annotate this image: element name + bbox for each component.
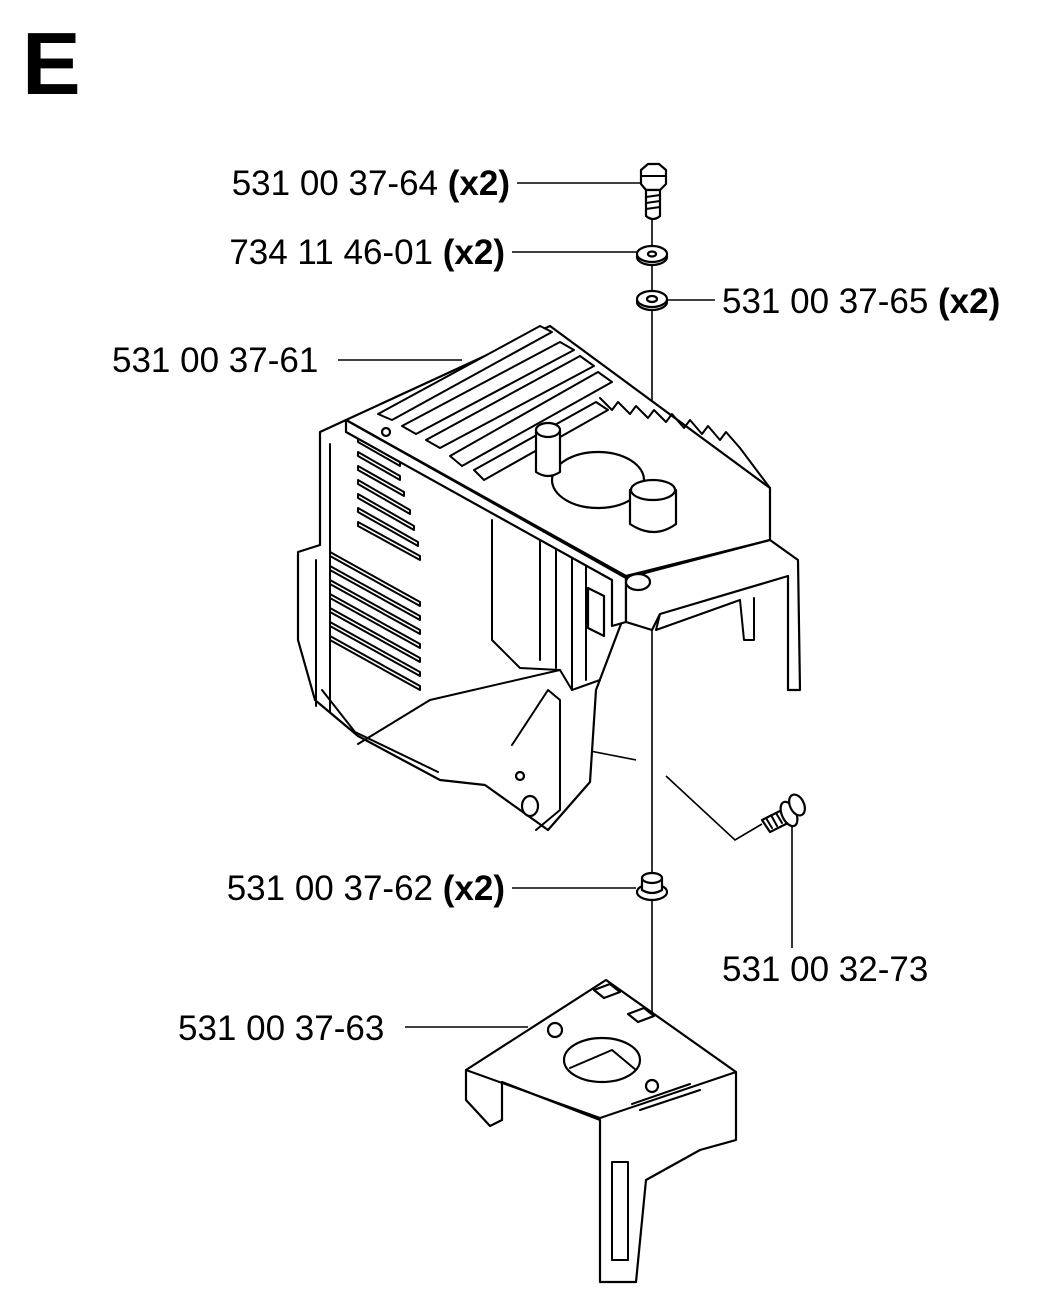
spacer-part: [635, 871, 669, 902]
screw-part: [760, 793, 806, 834]
part-number: 531 00 37-65: [722, 282, 928, 321]
cooling-slots: [329, 437, 421, 691]
callout-734-11-46-01[interactable]: 734 11 46-01 (x2): [229, 233, 639, 272]
callout-531-00-37-64[interactable]: 531 00 37-64 (x2): [232, 164, 644, 203]
quantity: (x2): [443, 233, 505, 272]
quantity: (x2): [443, 869, 505, 908]
section-letter: E: [22, 14, 81, 113]
callout-531-00-37-61[interactable]: 531 00 37-61: [112, 341, 462, 380]
part-number: 531 00 37-61: [112, 341, 318, 380]
part-number: 531 00 37-62: [227, 869, 433, 908]
svg-text:531 00 37-65 (x2): 531 00 37-65 (x2): [722, 282, 1000, 321]
svg-text:531 00 37-62 (x2): 531 00 37-62 (x2): [227, 869, 505, 908]
washer-part: [635, 244, 669, 267]
callout-531-00-37-63[interactable]: 531 00 37-63: [178, 1009, 528, 1048]
part-number: 531 00 32-73: [722, 950, 928, 989]
quantity: (x2): [448, 164, 510, 203]
bracket-part: [464, 978, 738, 1284]
washer-part: [635, 289, 669, 312]
part-number: 531 00 37-63: [178, 1009, 384, 1048]
bolt-part: [639, 162, 668, 221]
svg-text:531 00 37-64 (x2): 531 00 37-64 (x2): [232, 164, 510, 203]
part-number: 531 00 37-64: [232, 164, 438, 203]
callout-531-00-37-62[interactable]: 531 00 37-62 (x2): [227, 869, 636, 908]
screw-reference-line: [665, 775, 763, 841]
callout-531-00-32-73[interactable]: 531 00 32-73: [722, 822, 928, 989]
svg-text:734 11 46-01 (x2): 734 11 46-01 (x2): [229, 233, 505, 272]
part-number: 734 11 46-01: [229, 233, 433, 272]
callout-531-00-37-65[interactable]: 531 00 37-65 (x2): [667, 282, 1000, 321]
quantity: (x2): [938, 282, 1000, 321]
cylinder-cover-part: [296, 324, 802, 832]
